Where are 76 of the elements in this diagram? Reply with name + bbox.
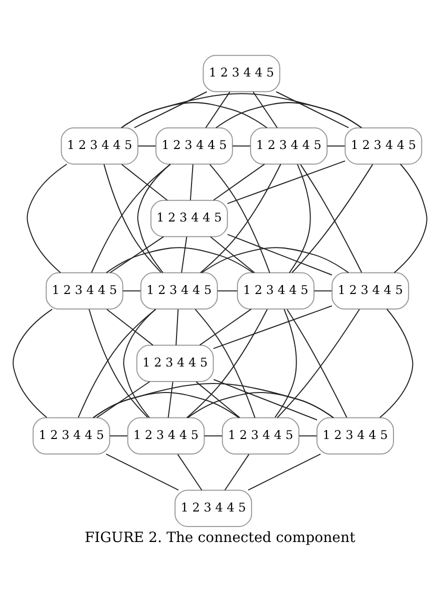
connector <box>204 91 230 128</box>
node-box: 1 2 3 4 4 5 <box>32 416 110 454</box>
node-box: 1 2 3 4 4 5 <box>331 272 409 310</box>
connector <box>226 233 332 275</box>
connector <box>120 92 362 128</box>
connector <box>105 453 178 490</box>
connector <box>88 308 148 418</box>
connector <box>96 380 150 418</box>
connector <box>180 236 187 272</box>
connector <box>217 290 237 291</box>
connector <box>106 246 253 273</box>
connector <box>276 308 360 418</box>
node-box: 1 2 3 4 4 5 <box>45 272 123 310</box>
connector <box>212 304 332 349</box>
connector <box>213 378 317 420</box>
node-box: 1 2 3 4 4 5 <box>154 126 232 164</box>
connector <box>122 290 140 291</box>
connector <box>232 144 250 146</box>
connector <box>186 308 268 418</box>
connector <box>176 454 202 490</box>
connector <box>276 90 348 128</box>
connector <box>194 308 255 418</box>
node-box: 1 2 3 4 4 5 <box>174 489 252 526</box>
node-box: 1 2 3 4 4 5 <box>221 416 299 454</box>
connector <box>286 308 347 418</box>
node-box: 1 2 3 4 4 5 <box>140 272 218 310</box>
connector <box>136 163 170 272</box>
connector <box>109 236 164 273</box>
connector <box>187 391 334 418</box>
connector <box>77 308 156 418</box>
connector <box>90 163 170 272</box>
connector <box>201 246 348 273</box>
connector <box>212 163 264 200</box>
connector <box>247 453 320 490</box>
connector <box>300 164 362 272</box>
connector <box>291 164 373 272</box>
connector <box>200 163 281 273</box>
connector <box>393 163 427 273</box>
connector <box>106 308 153 346</box>
connector <box>103 164 161 272</box>
connector <box>189 164 193 200</box>
connector <box>120 164 168 200</box>
connector <box>298 434 316 436</box>
node-box: 1 2 3 4 4 5 <box>236 272 314 310</box>
node-box: 1 2 3 4 4 5 <box>126 416 204 454</box>
connector <box>122 308 156 418</box>
connector <box>26 163 67 273</box>
caption: FIGURE 2. The connected component <box>84 529 355 546</box>
node-box: 1 2 3 4 4 5 <box>202 54 280 92</box>
connector <box>199 308 251 345</box>
connector <box>167 381 173 418</box>
connector <box>224 454 249 490</box>
connector <box>209 164 270 272</box>
connector <box>134 90 206 128</box>
connector <box>288 164 310 273</box>
connector <box>92 382 334 418</box>
connector <box>12 308 52 418</box>
connector <box>204 434 222 436</box>
node-box: 1 2 3 4 4 5 <box>250 126 328 164</box>
node-box: 1 2 3 4 4 5 <box>316 416 394 454</box>
connector <box>215 102 362 128</box>
connector <box>326 144 344 146</box>
connector <box>226 160 345 204</box>
connector <box>274 308 296 418</box>
node-box: 1 2 3 4 4 5 <box>150 199 228 237</box>
connector <box>210 236 254 273</box>
connector <box>175 308 178 345</box>
connector <box>138 144 156 146</box>
node-box: 1 2 3 4 4 5 <box>136 344 214 382</box>
connector <box>195 380 240 418</box>
connector <box>314 290 332 291</box>
node-box: 1 2 3 4 4 5 <box>344 126 422 164</box>
node-box: 1 2 3 4 4 5 <box>60 126 138 164</box>
connector <box>109 434 127 436</box>
connector <box>379 308 413 418</box>
connector <box>252 91 278 128</box>
